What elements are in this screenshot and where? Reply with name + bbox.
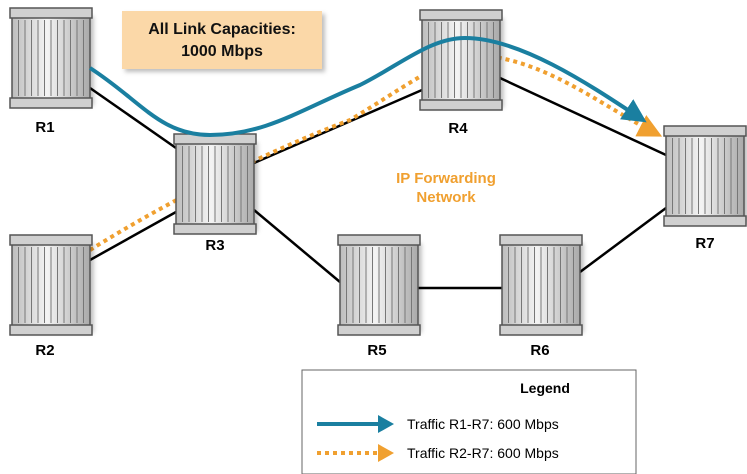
router-r5[interactable]: R5 — [337, 234, 421, 359]
legend: Legend Traffic R1-R7: 600 Mbps Traffic R… — [301, 369, 637, 474]
legend-item-traffic-r1-r7: Traffic R1-R7: 600 Mbps — [317, 415, 559, 433]
router-bottom-cap — [419, 99, 503, 111]
capacity-note: All Link Capacities: 1000 Mbps — [122, 11, 322, 69]
links — [89, 76, 667, 290]
router-top-cap — [337, 234, 421, 246]
router-r2[interactable]: R2 — [9, 234, 93, 359]
legend-item-traffic-r2-r7: Traffic R2-R7: 600 Mbps — [317, 444, 559, 462]
capacity-note-line1: All Link Capacities: — [148, 21, 296, 38]
router-label-r7: R7 — [695, 235, 714, 252]
link-r6-r7 — [579, 206, 667, 274]
network-label-line2: Network — [416, 189, 476, 206]
router-r3[interactable]: R3 — [173, 133, 257, 254]
router-r7[interactable]: R7 — [663, 125, 747, 252]
legend-arrow-icon — [378, 415, 394, 433]
router-top-cap — [663, 125, 747, 137]
traffic-path-r1-r7 — [88, 35, 647, 138]
router-bottom-cap — [663, 215, 747, 227]
legend-label-2: Traffic R2-R7: 600 Mbps — [407, 445, 559, 461]
capacity-note-line2: 1000 Mbps — [181, 43, 263, 60]
router-bottom-cap — [499, 324, 583, 336]
legend-arrow-icon — [378, 444, 394, 462]
router-top-cap — [9, 7, 93, 19]
router-bottom-cap — [9, 97, 93, 109]
router-label-r1: R1 — [35, 119, 54, 136]
router-bottom-cap — [173, 223, 257, 235]
router-label-r5: R5 — [367, 342, 386, 359]
router-label-r6: R6 — [530, 342, 549, 359]
link-r1-r3 — [89, 86, 177, 150]
router-label-r4: R4 — [448, 120, 468, 137]
link-r2-r3 — [89, 210, 177, 262]
router-r4[interactable]: R4 — [419, 9, 503, 137]
link-r3-r5 — [253, 209, 341, 283]
router-top-cap — [499, 234, 583, 246]
router-bottom-cap — [9, 324, 93, 336]
network-label-line1: IP Forwarding — [396, 170, 496, 187]
link-r4-r7 — [499, 76, 667, 157]
router-top-cap — [419, 9, 503, 21]
router-r1[interactable]: R1 — [9, 7, 93, 136]
router-label-r2: R2 — [35, 342, 54, 359]
router-r6[interactable]: R6 — [499, 234, 583, 359]
router-top-cap — [9, 234, 93, 246]
traffic-path-r2-r7 — [88, 52, 663, 252]
legend-label-1: Traffic R1-R7: 600 Mbps — [407, 416, 559, 432]
router-label-r3: R3 — [205, 237, 224, 254]
legend-title: Legend — [520, 380, 570, 396]
link-r3-r4 — [253, 88, 423, 165]
router-bottom-cap — [337, 324, 421, 336]
